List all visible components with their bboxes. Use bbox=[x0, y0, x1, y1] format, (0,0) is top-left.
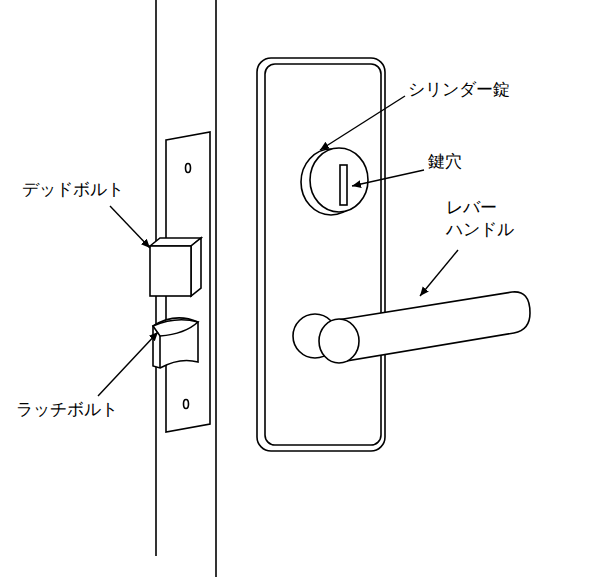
leader-line bbox=[98, 332, 158, 396]
escutcheon bbox=[265, 64, 381, 445]
part-label: デッドボルト bbox=[22, 178, 124, 200]
part-label: レバー ハンドル bbox=[446, 196, 524, 240]
keyhole bbox=[340, 165, 347, 205]
leader-line bbox=[420, 250, 458, 296]
door-edge bbox=[215, 0, 217, 577]
part-label: シリンダー錠 bbox=[408, 78, 510, 100]
leader-line bbox=[110, 206, 150, 248]
leader-line bbox=[320, 96, 405, 150]
escutcheon bbox=[257, 58, 385, 451]
latch-bolt bbox=[153, 318, 198, 368]
part-label: 鍵穴 bbox=[428, 150, 462, 172]
cylinder bbox=[301, 148, 368, 215]
screw-hole bbox=[184, 400, 189, 409]
screw-hole bbox=[186, 164, 191, 173]
lever-handle bbox=[293, 292, 530, 363]
leader-line bbox=[352, 170, 424, 186]
dead-bolt bbox=[150, 238, 201, 296]
part-label: ラッチボルト bbox=[16, 398, 118, 420]
